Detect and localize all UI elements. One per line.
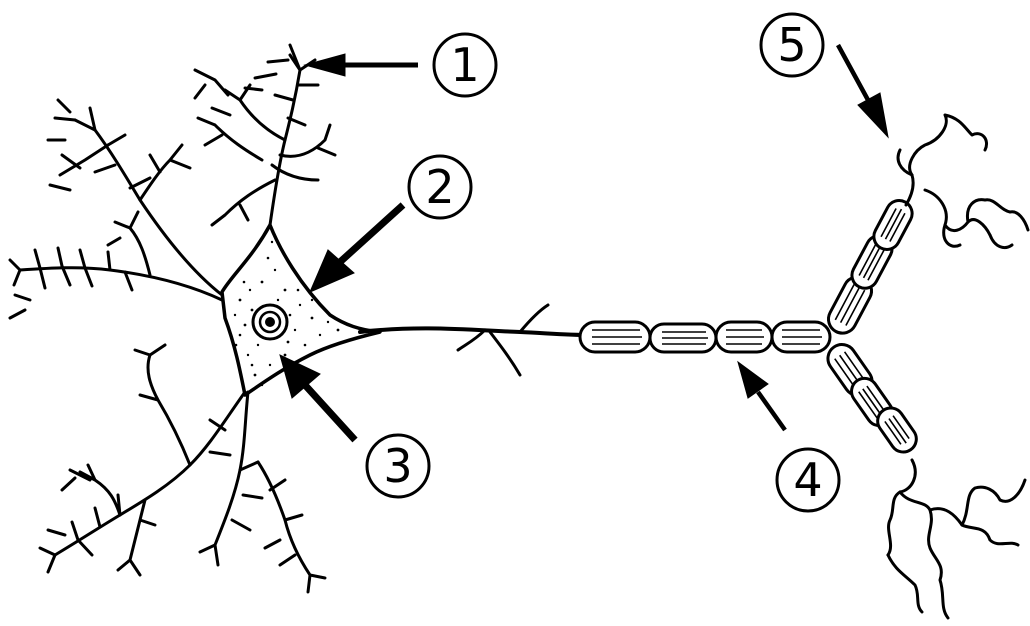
label-2-text: 2 (425, 160, 454, 214)
pointer-arrows (280, 45, 888, 440)
myelin-segment (580, 322, 650, 352)
label-2: 2 (409, 156, 471, 218)
label-3: 3 (367, 435, 429, 497)
label-1-text: 1 (450, 38, 479, 92)
label-4-text: 4 (793, 453, 822, 507)
nucleus (253, 305, 287, 339)
myelin-segment (716, 322, 772, 352)
label-5: 5 (761, 14, 823, 76)
axon (360, 305, 590, 375)
label-1: 1 (434, 34, 496, 96)
arrow-5 (838, 45, 888, 137)
axon-terminals (888, 115, 1028, 618)
myelin-segment (650, 324, 716, 352)
myelin-sheath (580, 196, 921, 457)
myelin-segment (772, 322, 830, 352)
arrow-4 (738, 362, 785, 430)
label-3-text: 3 (383, 439, 412, 493)
arrow-2 (310, 205, 403, 292)
arrow-1 (305, 54, 418, 76)
arrow-3 (280, 355, 355, 440)
label-5-text: 5 (777, 18, 806, 72)
label-4: 4 (777, 449, 839, 511)
myelin-segment (869, 196, 916, 254)
